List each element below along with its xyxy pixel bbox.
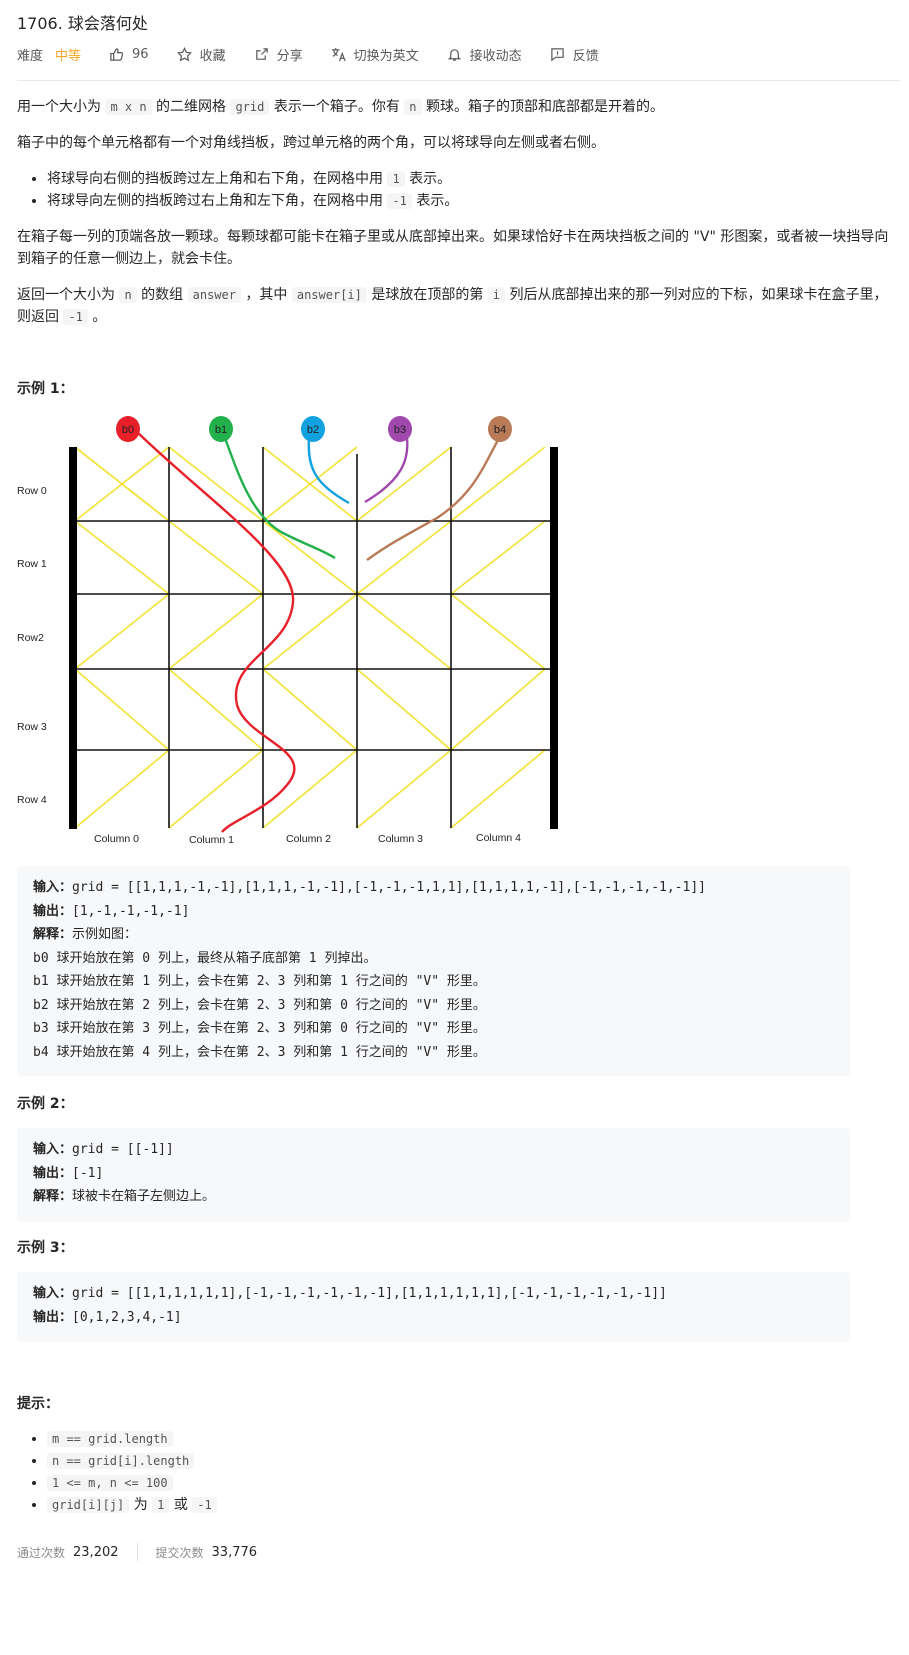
balls: b0 b1 b2 b3 b4	[116, 416, 512, 442]
description-paragraph-1: 用一个大小为 m x n 的二维网格 grid 表示一个箱子。你有 n 颗球。箱…	[17, 99, 664, 115]
submission-stats: 通过次数 23,202 提交次数 33,776	[17, 1543, 257, 1561]
deflector-list: 将球导向右侧的挡板跨过左上角和右下角，在网格中用 1 表示。 将球导向左侧的挡板…	[17, 168, 900, 212]
column-label: Column 4	[476, 832, 521, 844]
problem-description: 用一个大小为 m x n 的二维网格 grid 表示一个箱子。你有 n 颗球。箱…	[17, 96, 900, 342]
row-label: Row 0	[17, 485, 47, 497]
problem-title: 1706. 球会落何处	[17, 14, 148, 33]
example-3-block: 输入：grid = [[1,1,1,1,1,1],[-1,-1,-1,-1,-1…	[17, 1272, 850, 1342]
feedback-icon	[550, 48, 564, 62]
row-label: Row 3	[17, 721, 47, 733]
ball-path-b4	[366, 437, 501, 561]
list-item: 将球导向右侧的挡板跨过左上角和右下角，在网格中用 1 表示。	[47, 168, 900, 190]
ball-path-b2	[307, 437, 350, 505]
description-paragraph-2: 箱子中的每个单元格都有一个对角线挡板，跨过单元格的两个角，可以将球导向左侧或者右…	[17, 135, 605, 151]
star-icon	[176, 47, 192, 62]
notify-label: 接收动态	[469, 49, 522, 64]
ball-b0: b0	[116, 416, 140, 442]
list-item: 将球导向左侧的挡板跨过右上角和左下角，在网格中用 -1 表示。	[47, 190, 900, 212]
favorite-label: 收藏	[199, 49, 226, 64]
ball-b3: b3	[388, 416, 412, 442]
column-label: Column 0	[94, 833, 139, 845]
svg-text:b0: b0	[122, 424, 134, 436]
share-button[interactable]: 分享	[254, 45, 303, 64]
example-3-title: 示例 3：	[17, 1240, 74, 1256]
submitted-count: 33,776	[211, 1544, 258, 1560]
favorite-button[interactable]: 收藏	[176, 45, 226, 64]
difficulty-badge: 中等	[55, 49, 82, 64]
ball-b1: b1	[209, 416, 233, 442]
ball-b4: b4	[488, 416, 512, 442]
bell-icon	[447, 49, 461, 61]
ball-paths	[134, 429, 501, 833]
list-item: m == grid.length	[47, 1428, 217, 1450]
column-label: Column 3	[378, 833, 423, 845]
difficulty: 难度 中等	[17, 45, 81, 64]
submitted-label: 提交次数	[155, 1545, 204, 1560]
row-label: Row2	[17, 632, 44, 644]
column-label: Column 1	[189, 834, 234, 846]
feedback-button[interactable]: 反馈	[550, 45, 599, 64]
example-1-title: 示例 1：	[17, 381, 74, 397]
passed-count: 23,202	[73, 1544, 119, 1560]
column-labels: Column 0 Column 1 Column 2 Column 3 Colu…	[94, 832, 521, 846]
box-left-wall	[69, 447, 77, 829]
example-1-block: 输入：grid = [[1,1,1,-1,-1],[1,1,1,-1,-1],[…	[17, 866, 850, 1076]
ball-path-b3	[364, 437, 409, 504]
ball-path-b0	[134, 429, 296, 833]
feedback-label: 反馈	[572, 49, 599, 64]
svg-text:b4: b4	[494, 424, 506, 436]
example-2-block: 输入：grid = [[-1]] 输出：[-1] 解释：球被卡在箱子左侧边上。	[17, 1128, 850, 1222]
ball-b2: b2	[301, 416, 325, 442]
switch-language-button[interactable]: 切换为英文	[331, 45, 419, 64]
notify-button[interactable]: 接收动态	[447, 45, 522, 64]
hints-title: 提示：	[17, 1396, 59, 1412]
thumbs-up-icon	[110, 48, 124, 61]
description-paragraph-4: 返回一个大小为 n 的数组 answer ，其中 answer[i] 是球放在顶…	[17, 287, 888, 325]
list-item: n == grid[i].length	[47, 1450, 217, 1472]
share-icon	[255, 48, 268, 60]
svg-text:b1: b1	[215, 424, 227, 436]
passed-label: 通过次数	[17, 1545, 66, 1560]
ball-path-b1	[223, 437, 336, 560]
row-label: Row 1	[17, 558, 47, 570]
header-divider	[17, 80, 900, 81]
column-label: Column 2	[286, 833, 331, 845]
switch-language-label: 切换为英文	[353, 49, 419, 64]
difficulty-label: 难度	[17, 49, 44, 64]
problem-meta-bar: 难度 中等 96 收藏 分享 切换为英文 接收动态 反馈	[17, 45, 627, 64]
grid-lines	[75, 447, 553, 828]
stats-divider	[136, 1543, 138, 1561]
row-label: Row 4	[17, 794, 47, 806]
svg-text:b3: b3	[394, 424, 406, 436]
hints-list: m == grid.length n == grid[i].length 1 <…	[17, 1428, 217, 1516]
list-item: 1 <= m, n <= 100	[47, 1472, 217, 1494]
share-label: 分享	[276, 49, 303, 64]
grid-diagonals	[74, 446, 546, 829]
example-1-figure: b0 b1 b2 b3 b4 Row 0 Row 1 Row2 Row 3 Ro…	[17, 416, 558, 846]
list-item: grid[i][j] 为 1 或 -1	[47, 1494, 217, 1516]
like-count: 96	[132, 47, 149, 62]
description-paragraph-3: 在箱子每一列的顶端各放一颗球。每颗球都可能卡在箱子里或从底部掉出来。如果球恰好卡…	[17, 229, 889, 267]
row-labels: Row 0 Row 1 Row2 Row 3 Row 4	[17, 485, 47, 806]
example-2-title: 示例 2：	[17, 1096, 74, 1112]
like-button[interactable]: 96	[109, 47, 149, 62]
translate-icon	[331, 47, 346, 62]
box-right-wall	[550, 447, 558, 829]
svg-text:b2: b2	[307, 424, 319, 436]
